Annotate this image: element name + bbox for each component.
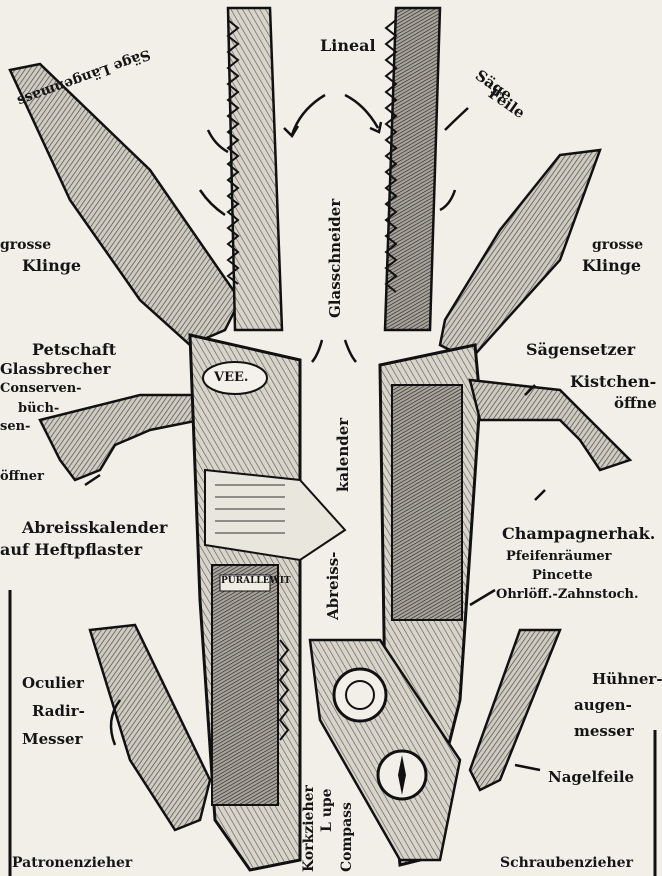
label-messer-right: messer <box>574 724 634 740</box>
label-saegensetzer: Sägensetzer <box>526 342 635 359</box>
label-korkzieher: Korkzieher <box>302 785 317 872</box>
label-ohrloeff: Ohrlöff.-Zahnstoch. <box>496 588 639 602</box>
calendar-pad <box>205 470 345 560</box>
label-patronenzieher: Patronenzieher <box>12 856 132 871</box>
label-augen: augen- <box>574 698 632 714</box>
label-oeffne-right: öffne <box>614 396 657 412</box>
left-large-blade <box>10 64 240 345</box>
label-kalender: kalender <box>336 418 352 492</box>
label-oeffner-left: öffner <box>0 470 44 484</box>
label-pincette: Pincette <box>532 569 593 583</box>
left-can-opener <box>40 395 200 480</box>
right-handle-engraving <box>392 385 462 620</box>
label-lineal: Lineal <box>320 38 376 55</box>
label-abreisskalender: Abreisskalender <box>22 520 167 537</box>
left-small-blade <box>90 625 210 830</box>
label-glasschneider: Glasschneider <box>328 199 344 318</box>
label-grosse-left: grosse <box>0 238 51 253</box>
label-lupe: L upe <box>320 788 335 832</box>
label-klinge-left: Klinge <box>22 258 81 275</box>
label-abreiss: Abreiss- <box>326 552 342 620</box>
label-champagnerhak: Champagnerhak. <box>502 526 655 543</box>
label-compass: Compass <box>340 802 355 872</box>
label-petschaft: Petschaft <box>32 342 116 359</box>
label-conserven: Conserven- <box>0 382 82 396</box>
label-schraubenzieher: Schraubenzieher <box>500 856 633 871</box>
label-nagelfeile: Nagelfeile <box>548 770 634 786</box>
label-sen: sen- <box>0 420 30 434</box>
label-oculier: Oculier <box>22 676 84 692</box>
label-messer-left: Messer <box>22 732 82 748</box>
label-klinge-right: Klinge <box>582 258 641 275</box>
label-auf-heftpflaster: auf Heftpflaster <box>0 542 142 559</box>
label-pfeifenraeumer: Pfeifenräumer <box>506 550 612 564</box>
label-glassbrecher: Glassbrecher <box>0 362 111 378</box>
loupe-lens <box>334 669 386 721</box>
label-grosse-right: grosse <box>592 238 643 253</box>
label-buech: büch- <box>18 402 59 416</box>
right-box-opener <box>470 380 630 470</box>
label-radir: Radir- <box>32 704 85 720</box>
label-kistchen: Kistchen- <box>570 374 656 391</box>
handle-inscription: PURALLEWIT <box>221 577 291 586</box>
seal-text: VEE. <box>214 371 248 385</box>
left-handle-engraving <box>212 565 278 805</box>
right-saw-blade <box>385 8 440 330</box>
right-large-blade <box>440 150 600 360</box>
label-huehner: Hühner- <box>592 672 662 688</box>
